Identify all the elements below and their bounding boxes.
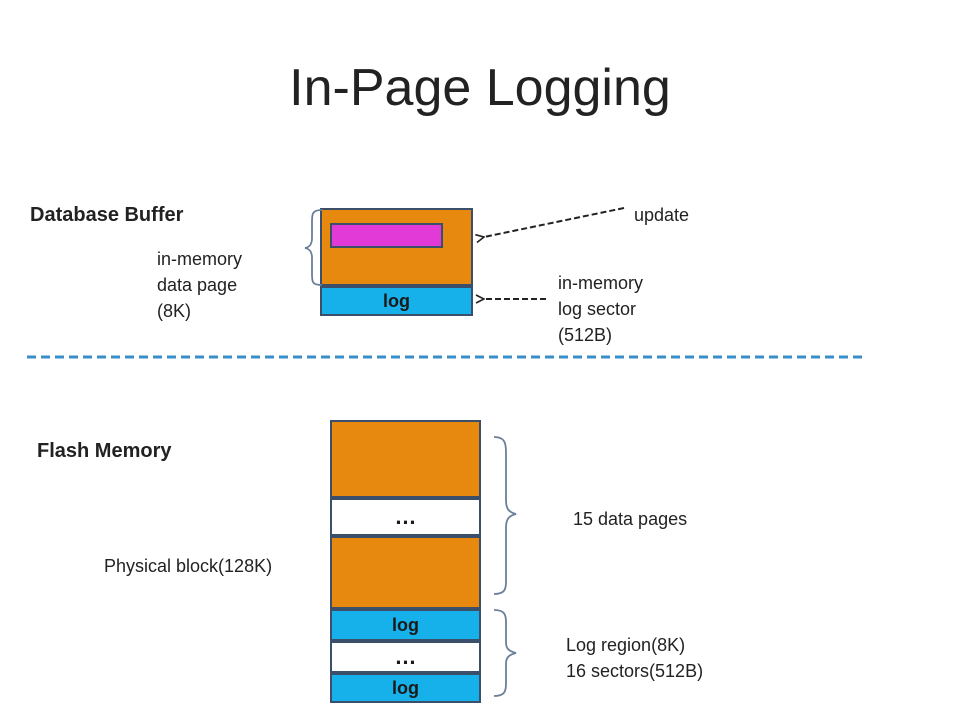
data-pages-note: 15 data pages — [573, 509, 688, 529]
update-label: update — [634, 205, 690, 225]
physical-block-label: Physical block(128K) — [104, 556, 273, 576]
update-region — [330, 223, 443, 248]
data-page-note-line-2: data page — [157, 275, 238, 295]
buffer-log-label: log — [383, 290, 410, 311]
flash-log-ellipsis-text: … — [394, 644, 417, 669]
log-sector-note-line-3: (512B) — [558, 325, 613, 345]
flash-data-page-first — [330, 420, 481, 498]
data-pages-brace — [493, 436, 517, 595]
flash-data-pages-ellipsis: … — [330, 498, 481, 536]
data-page-note: in-memory data page (8K) — [157, 246, 242, 324]
page-title: In-Page Logging — [289, 59, 671, 117]
flash-log-label-first: log — [392, 614, 419, 635]
flash-log-sector-last: log — [330, 673, 481, 703]
flash-log-sector-first: log — [330, 609, 481, 641]
in-memory-log-sector: log — [320, 286, 473, 316]
flash-log-sectors-ellipsis: … — [330, 641, 481, 673]
log-region-note: Log region(8K) 16 sectors(512B) — [566, 632, 703, 684]
flash-data-ellipsis-text: … — [394, 504, 417, 529]
data-page-note-line-3: (8K) — [157, 301, 192, 321]
data-page-note-line-1: in-memory — [157, 249, 243, 269]
log-region-note-line-2: 16 sectors(512B) — [566, 661, 704, 681]
flash-memory-label: Flash Memory — [37, 440, 172, 462]
database-buffer-label: Database Buffer — [30, 204, 184, 226]
flash-log-label-last: log — [392, 677, 419, 698]
flash-data-page-last — [330, 536, 481, 609]
log-sector-note-line-2: log sector — [558, 299, 637, 319]
log-region-note-line-1: Log region(8K) — [566, 635, 686, 655]
log-sector-note: in-memory log sector (512B) — [558, 270, 643, 348]
log-sector-note-line-1: in-memory — [558, 273, 644, 293]
log-region-brace — [493, 609, 517, 697]
update-arrow — [484, 207, 625, 237]
data-page-brace — [304, 209, 323, 286]
